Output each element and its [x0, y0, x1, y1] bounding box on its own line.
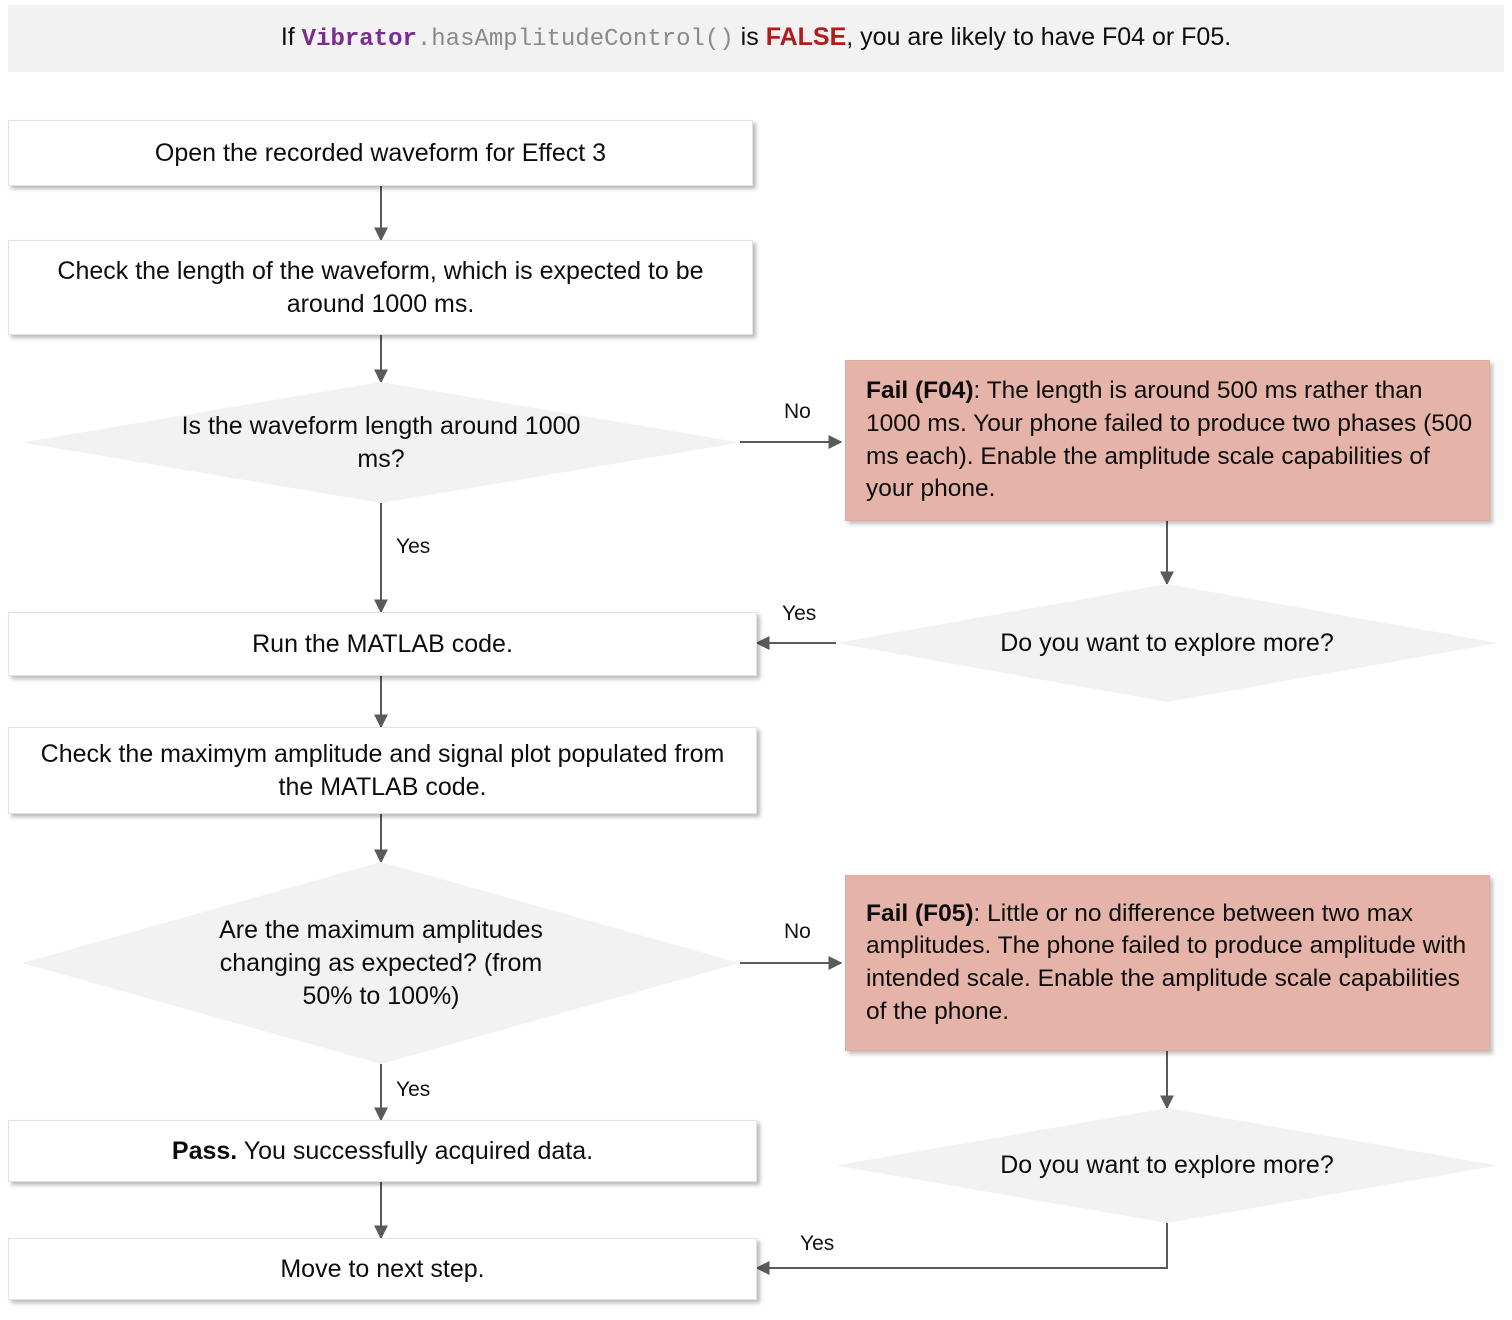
- decision-diamond-shape: [22, 862, 740, 1064]
- node-check-length[interactable]: Check the length of the waveform, which …: [8, 240, 753, 335]
- header-middle: is: [733, 23, 766, 52]
- node-open-waveform-label: Open the recorded waveform for Effect 3: [154, 138, 607, 167]
- node-decide-amplitude[interactable]: Are the maximum amplitudes changing as e…: [22, 862, 740, 1064]
- node-fail-f05[interactable]: Fail (F05): Little or no difference betw…: [845, 875, 1490, 1051]
- node-fail-f04[interactable]: Fail (F04): The length is around 500 ms …: [845, 360, 1490, 521]
- node-fail-f05-body: : Little or no difference between two ma…: [866, 899, 1467, 1025]
- header-false-keyword: FALSE: [765, 23, 847, 52]
- node-check-amplitude-label: Check the maximym amplitude and signal p…: [40, 739, 725, 801]
- node-fail-f05-text: Fail (F05): Little or no difference betw…: [866, 898, 1473, 1028]
- edge-label-explore-top-yes: Yes: [782, 602, 817, 625]
- decision-diamond-shape: [836, 1108, 1498, 1223]
- header-class-name: Vibrator: [301, 26, 417, 54]
- header-banner: If Vibrator.hasAmplitudeControl() is FAL…: [8, 5, 1504, 72]
- edge-label-amplitude-yes: Yes: [396, 1078, 431, 1101]
- header-suffix: , you are likely to have F04 or F05.: [846, 23, 1232, 52]
- node-check-length-label: Check the length of the waveform, which …: [57, 256, 704, 318]
- header-prefix: If: [280, 23, 302, 52]
- node-fail-f04-text: Fail (F04): The length is around 500 ms …: [866, 375, 1473, 505]
- node-next-step[interactable]: Move to next step.: [8, 1238, 757, 1300]
- edge-label-length-yes: Yes: [396, 535, 431, 558]
- node-run-matlab-label: Run the MATLAB code.: [252, 629, 513, 658]
- node-fail-f04-prefix: Fail (F04): [866, 377, 974, 405]
- node-next-step-label: Move to next step.: [280, 1254, 485, 1283]
- node-pass-body: You successfully acquired data.: [237, 1136, 594, 1165]
- node-pass[interactable]: Pass. You successfully acquired data.: [8, 1120, 757, 1182]
- node-decide-waveform-length[interactable]: Is the waveform length around 1000 ms?: [22, 382, 740, 503]
- node-explore-more-top[interactable]: Do you want to explore more?: [836, 584, 1498, 702]
- node-pass-prefix: Pass.: [171, 1136, 238, 1165]
- header-text: If Vibrator.hasAmplitudeControl() is FAL…: [281, 22, 1231, 55]
- decision-diamond-shape: [836, 584, 1498, 702]
- decision-diamond-shape: [22, 382, 740, 503]
- edge-label-amplitude-no: No: [784, 920, 811, 943]
- node-fail-f04-body: : The length is around 500 ms rather tha…: [866, 377, 1473, 503]
- node-open-waveform[interactable]: Open the recorded waveform for Effect 3: [8, 120, 753, 186]
- edge-label-explore-bottom-yes: Yes: [800, 1232, 835, 1255]
- header-method-name: .hasAmplitudeControl(): [416, 26, 734, 54]
- node-pass-text: Pass. You successfully acquired data.: [172, 1135, 593, 1168]
- node-check-amplitude[interactable]: Check the maximym amplitude and signal p…: [8, 727, 757, 814]
- node-explore-more-bottom[interactable]: Do you want to explore more?: [836, 1108, 1498, 1223]
- node-run-matlab[interactable]: Run the MATLAB code.: [8, 612, 757, 676]
- node-fail-f05-prefix: Fail (F05): [866, 899, 974, 927]
- edge-label-length-no: No: [784, 400, 811, 423]
